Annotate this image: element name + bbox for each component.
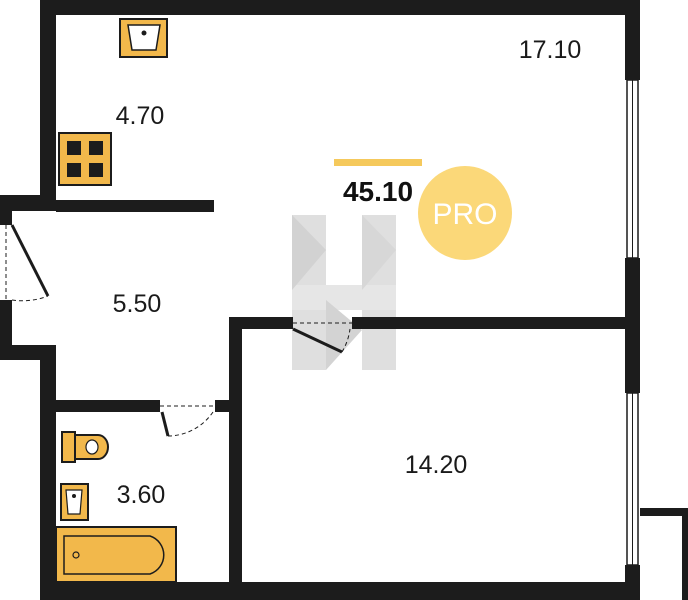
sink-icon xyxy=(119,18,168,58)
entry-door xyxy=(5,224,50,302)
room-area-kitchen: 4.70 xyxy=(116,102,165,130)
total-area-accent-bar xyxy=(334,159,422,166)
bathroom-door xyxy=(160,405,215,437)
stove-icon xyxy=(58,132,112,186)
toilet-icon xyxy=(61,431,109,463)
bathtub-icon xyxy=(55,526,177,583)
total-area: 45.10 xyxy=(343,176,413,207)
window-top-right xyxy=(626,79,639,259)
washbasin-icon xyxy=(60,483,89,521)
pro-badge-label: PRO xyxy=(432,198,497,231)
room-area-hallway: 5.50 xyxy=(113,290,162,318)
room-area-bedroom: 14.20 xyxy=(405,451,468,479)
window-bottom-right xyxy=(626,392,639,566)
bedroom-door xyxy=(292,322,352,354)
pro-badge: PRO xyxy=(418,166,512,260)
room-area-bathroom: 3.60 xyxy=(117,481,166,509)
room-area-living-room: 17.10 xyxy=(519,36,582,64)
watermark-logo xyxy=(292,215,396,370)
